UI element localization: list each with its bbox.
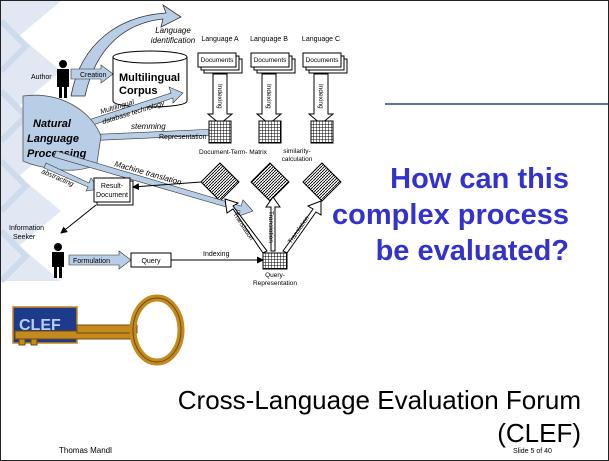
language-c: Language C Documents Indexing xyxy=(302,36,348,144)
corpus-label-1: Multilingual xyxy=(119,72,180,84)
language-c-indexing: Indexing xyxy=(317,84,324,109)
translation-left-label: Translation xyxy=(231,211,254,242)
stemming-label: stemming xyxy=(131,122,166,131)
similarity-label-1: similarity- xyxy=(283,148,310,155)
language-c-label: Language C xyxy=(302,36,340,43)
clef-logo: CLEF xyxy=(12,294,185,366)
creation-arrow: Creation xyxy=(70,64,114,84)
nlp-label-2: Language xyxy=(27,133,79,145)
result-to-seeker-arrow xyxy=(60,204,97,234)
logo-text: CLEF xyxy=(19,317,61,334)
language-a-indexing: Indexing xyxy=(216,84,223,109)
author-label: Author xyxy=(31,74,52,81)
language-c-docs: Documents xyxy=(306,57,340,64)
dtm-label: Document-Term- Matrix xyxy=(199,149,268,156)
slide-number: Slide 5 of 40 xyxy=(513,448,552,455)
author-footer: Thomas Mandl xyxy=(59,446,112,455)
indexing-label: Indexing xyxy=(203,251,230,258)
seeker-label-1: Information xyxy=(9,225,44,232)
result-doc-1: Result- xyxy=(101,183,124,190)
language-a-label: Language A xyxy=(201,36,239,43)
result-document: Result- Document xyxy=(93,177,134,206)
lang-id-label-2: identification xyxy=(151,36,196,45)
language-b-docs: Documents xyxy=(254,57,288,64)
seeker-label-2: Seeker xyxy=(13,234,36,241)
information-seeker: Information Seeker xyxy=(9,225,64,278)
language-a: Language A Documents Indexing xyxy=(197,36,243,144)
representation-label: Representation xyxy=(159,134,207,141)
query-rep-2: Representation xyxy=(253,280,297,287)
language-b: Language B Documents Indexing xyxy=(250,36,296,144)
question-heading: How can this complex process be evaluate… xyxy=(332,163,569,267)
similarity-label-2: calculation xyxy=(282,156,313,163)
author-figure: Author xyxy=(31,60,69,98)
subtitle: Cross-Language Evaluation Forum (CLEF) xyxy=(177,385,581,448)
result-arrow xyxy=(132,181,202,191)
corpus-label-2: Corpus xyxy=(119,85,158,97)
lang-id-label-1: Language xyxy=(155,26,191,35)
translation-right-label: Translation xyxy=(287,215,311,245)
similarity-diamonds xyxy=(200,162,342,202)
language-a-docs: Documents xyxy=(201,57,235,64)
query-flow: Formulation Query Indexing Query- Repres… xyxy=(68,250,297,287)
query-label: Query xyxy=(141,258,161,265)
creation-label: Creation xyxy=(80,72,107,79)
nlp-label-1: Natural xyxy=(33,118,72,130)
multilingual-corpus: Multilingual Corpus xyxy=(112,50,188,108)
query-rep-1: Query- xyxy=(265,272,285,279)
formulation-label: Formulation xyxy=(73,258,110,265)
language-b-label: Language B xyxy=(250,36,288,43)
result-doc-2: Document xyxy=(96,192,128,199)
language-b-indexing: Indexing xyxy=(265,84,272,109)
translation-mid-label: Translation xyxy=(267,211,274,243)
language-identification-arrow: Language identification xyxy=(70,3,196,97)
